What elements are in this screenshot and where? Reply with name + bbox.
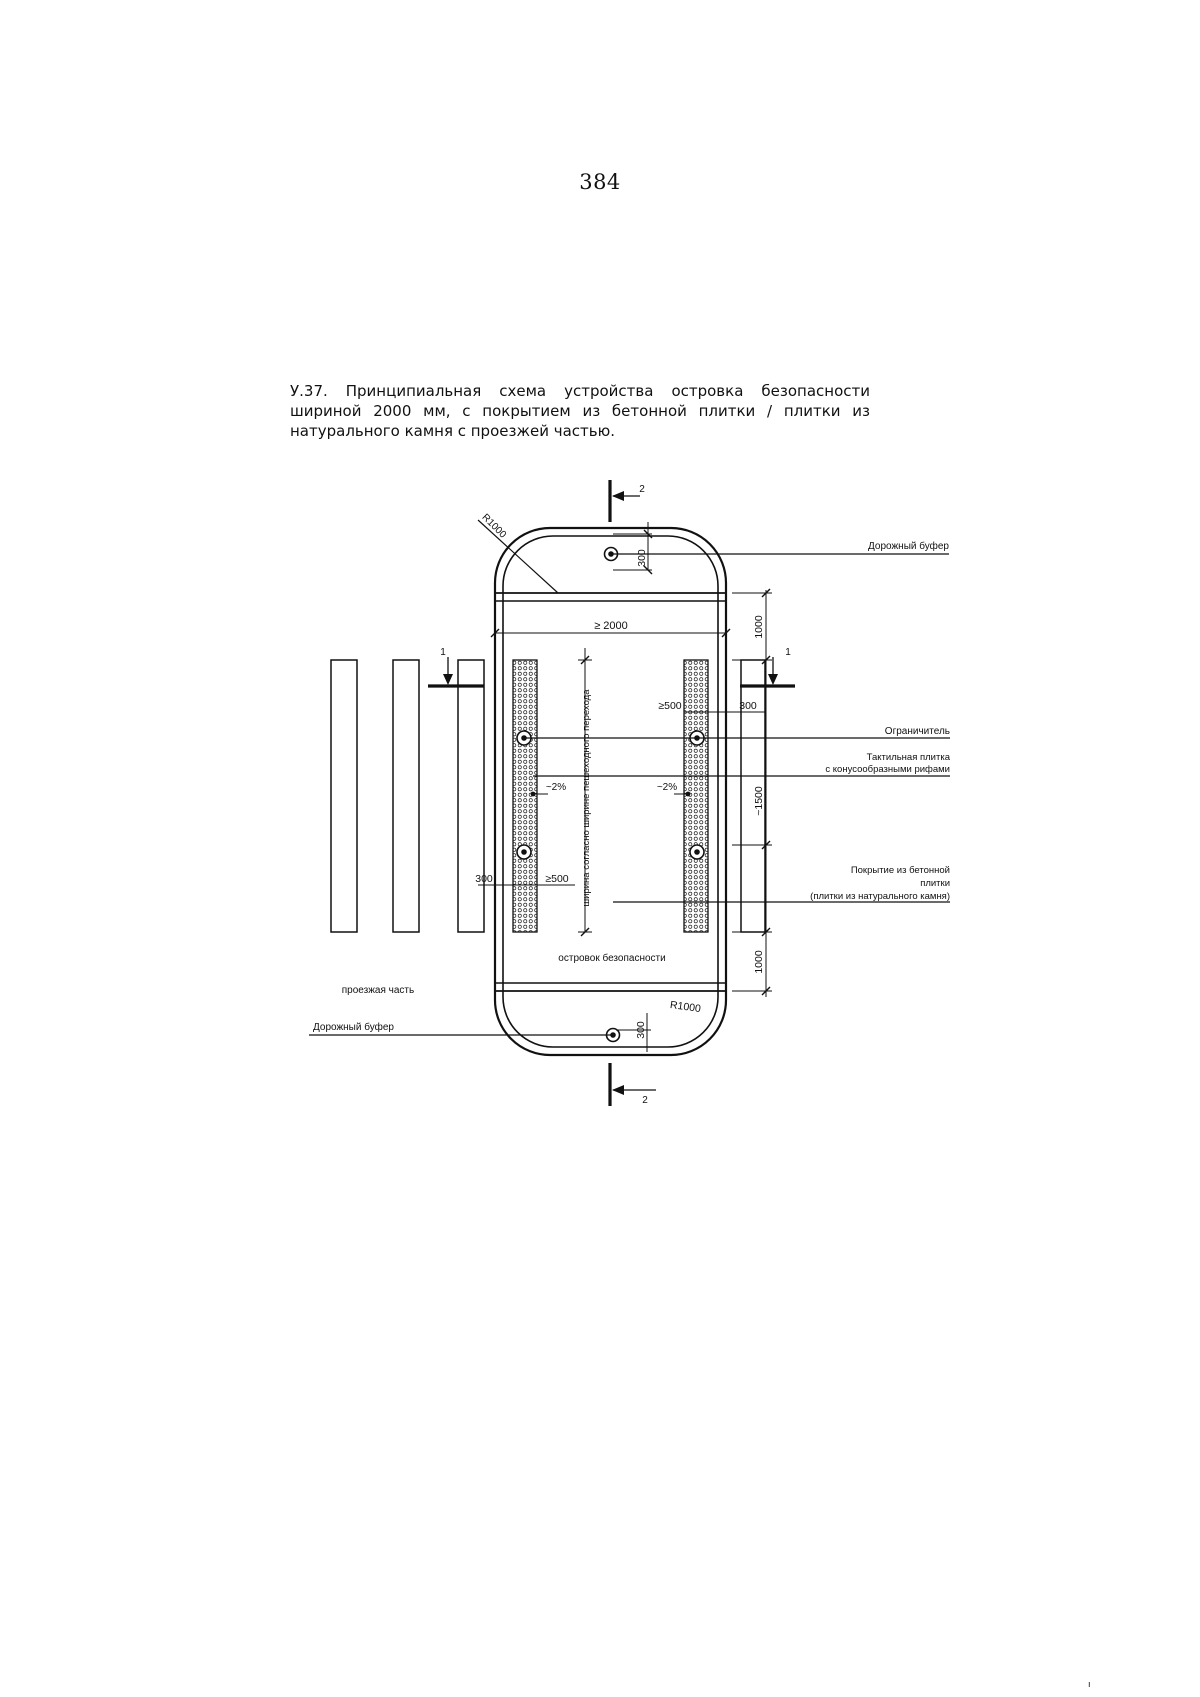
- island-body: [494, 592, 727, 992]
- label-tactile-line2: с конусообразными рифами: [825, 764, 950, 775]
- dim-1000-bottom: 1000: [753, 950, 765, 974]
- label-limiter: Ограничитель: [885, 726, 950, 737]
- dim-r1000-top: R1000: [479, 512, 508, 541]
- label-covering-line2: плитки: [920, 878, 950, 889]
- slope-markers: [530, 791, 691, 797]
- section-1-left-label: 1: [440, 647, 446, 658]
- zebra-stripe: [392, 659, 420, 933]
- section-2-top-label: 2: [639, 484, 645, 495]
- slope-left: ~2%: [546, 782, 566, 793]
- dim-300-bottom: 300: [635, 1021, 647, 1039]
- corner-mark: ı: [1088, 1680, 1091, 1690]
- section-1-right-label: 1: [785, 647, 791, 658]
- label-covering-line1: Покрытие из бетонной: [851, 865, 950, 876]
- limiters: [516, 730, 705, 860]
- label-safety-island: островок безопасности: [558, 952, 665, 964]
- diagram-labels: Дорожный буфер Ограничитель Тактильная п…: [313, 484, 951, 1106]
- dim-ge500-right: ≥500: [658, 700, 681, 712]
- dim-300-top: 300: [636, 549, 648, 567]
- label-road-buffer-top: Дорожный буфер: [868, 540, 949, 552]
- zebra-stripe: [457, 659, 485, 933]
- section-2-bottom-label: 2: [642, 1095, 648, 1106]
- dim-width-2000: ≥ 2000: [594, 620, 628, 632]
- label-crossing-width: ширина согласно ширине пешеходного перех…: [581, 689, 592, 907]
- dim-r1000-bottom: R1000: [669, 999, 701, 1015]
- dim-1000-top: 1000: [753, 615, 765, 639]
- label-road-buffer-bottom: Дорожный буфер: [313, 1021, 394, 1033]
- label-covering-line3: (плитки из натурального камня): [810, 891, 950, 902]
- slope-right: ~2%: [657, 782, 677, 793]
- dim-300-right: 300: [739, 700, 757, 712]
- dim-ge500-left: ≥500: [545, 873, 568, 885]
- label-roadway: проезжая часть: [342, 985, 414, 996]
- dim-1500: ~1500: [753, 786, 765, 816]
- figure-caption: У.37. Принципиальная схема устройства ос…: [290, 382, 870, 440]
- label-tactile-line1: Тактильная плитка: [867, 752, 951, 763]
- dimension-ticks: [490, 529, 771, 996]
- section-markers: [428, 480, 795, 1106]
- dim-300-left: 300: [475, 873, 493, 885]
- zebra-stripe: [330, 659, 358, 933]
- leader-lines: [309, 519, 950, 1036]
- page-number: 384: [579, 170, 621, 194]
